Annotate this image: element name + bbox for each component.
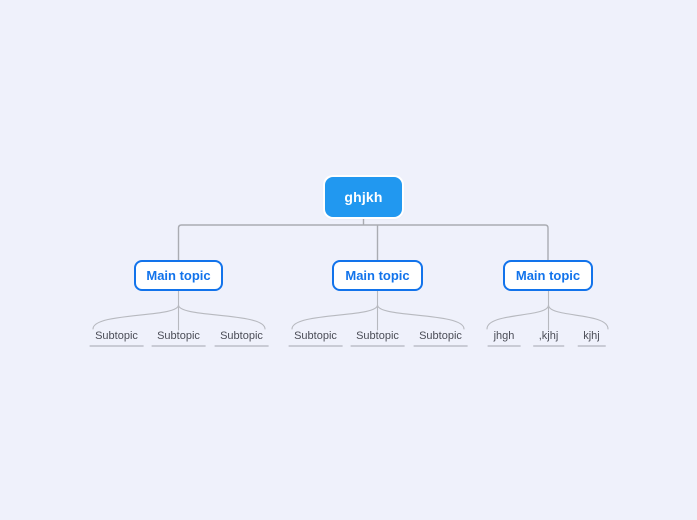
branch2-right-connector xyxy=(376,304,465,330)
main-topic-node-1[interactable]: Main topic xyxy=(134,260,223,291)
subtopic-node-3-1[interactable]: jhgh xyxy=(487,328,521,347)
subtopic-node-2-3[interactable]: Subtopic xyxy=(413,328,468,347)
root-topic-node[interactable]: ghjkh xyxy=(325,177,402,217)
subtopic-node-3-3[interactable]: kjhj xyxy=(577,328,606,347)
main-topic-3-label: Main topic xyxy=(515,268,581,283)
root-topic-label: ghjkh xyxy=(344,189,383,205)
main-topics-rail-connector xyxy=(177,224,549,260)
branch3-left-connector xyxy=(486,304,550,330)
subtopic-node-1-2[interactable]: Subtopic xyxy=(151,328,206,347)
branch1-right-connector xyxy=(177,304,266,330)
main-topic-2-label: Main topic xyxy=(345,268,410,283)
main-topic-1-label: Main topic xyxy=(146,268,211,283)
branch1-left-connector xyxy=(92,304,180,330)
subtopic-node-2-2[interactable]: Subtopic xyxy=(350,328,405,347)
subtopic-node-1-3[interactable]: Subtopic xyxy=(214,328,269,347)
subtopic-node-1-1[interactable]: Subtopic xyxy=(89,328,144,347)
main-topic-node-3[interactable]: Main topic xyxy=(503,260,593,291)
main-topic-node-2[interactable]: Main topic xyxy=(332,260,423,291)
subtopic-node-2-1[interactable]: Subtopic xyxy=(288,328,343,347)
branch2-left-connector xyxy=(291,304,379,330)
subtopic-node-3-2[interactable]: ,kjhj xyxy=(532,328,565,347)
branch3-right-connector xyxy=(547,304,609,330)
